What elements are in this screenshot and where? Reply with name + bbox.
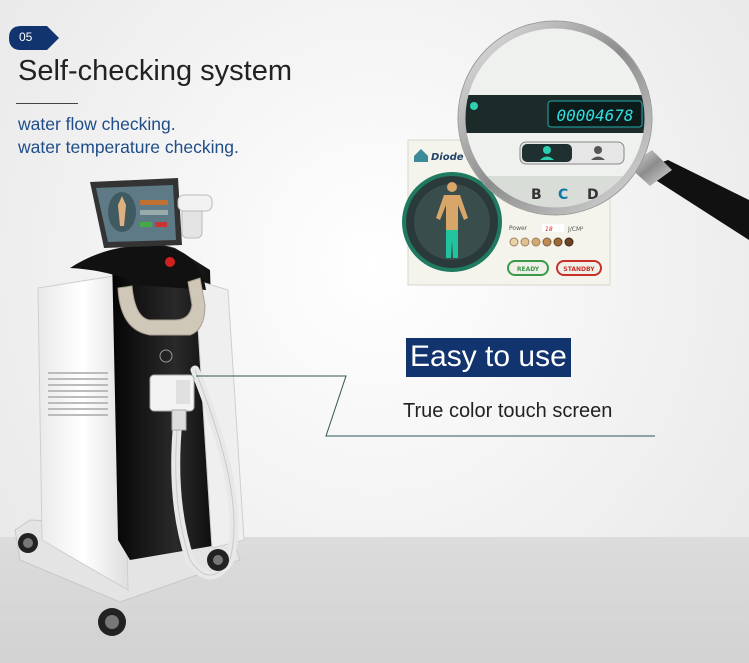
skin-type-b: B	[531, 187, 542, 203]
unit-label: J/CM²	[567, 226, 584, 233]
page-title: Self-checking system	[18, 55, 292, 87]
title-divider	[16, 103, 78, 104]
counter-readout: 00004678	[556, 106, 633, 125]
step-number: 05	[19, 30, 33, 44]
app-label: Diode L	[431, 152, 473, 163]
feature-water-flow: water flow checking.	[18, 114, 176, 134]
ready-label: READY	[517, 266, 540, 273]
skin-type-c: C	[558, 187, 568, 203]
touch-screen-caption: True color touch screen	[403, 400, 613, 422]
easy-to-use-tag: Easy to use	[406, 338, 571, 377]
power-label: Power	[509, 225, 528, 232]
standby-label: STANDBY	[563, 266, 595, 273]
feature-water-temperature: water temperature checking.	[18, 137, 239, 157]
svg-text:18: 18	[545, 226, 553, 233]
step-badge	[9, 26, 59, 50]
skin-type-d: D	[587, 187, 599, 203]
